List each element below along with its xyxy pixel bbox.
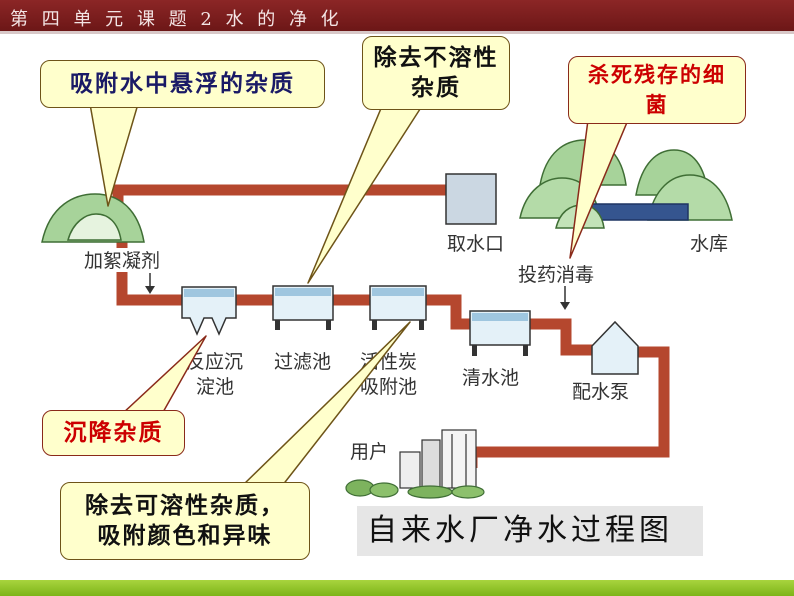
sedimentation-label-line2: 淀池 <box>196 376 234 398</box>
callout-settle-impurities: 沉降杂质 <box>42 410 185 456</box>
carbon-label-line2: 吸附池 <box>360 376 417 398</box>
clear-water-tank-leg <box>472 345 477 356</box>
intake-pipe <box>112 184 450 232</box>
coagulant-arrow-head <box>145 286 155 294</box>
coagulant-label: 加絮凝剂 <box>84 250 160 272</box>
filter-tank <box>272 285 334 330</box>
sedimentation-label-line1: 反应沉 <box>186 351 243 373</box>
reservoir-water <box>591 203 689 221</box>
reservoir-scene <box>519 139 733 229</box>
intake-label: 取水口 <box>447 233 504 255</box>
callout-text-line1: 除去可溶性杂质， <box>85 493 285 519</box>
coagulant-arrow <box>145 273 155 294</box>
disinfect-arrow <box>560 286 570 310</box>
callout-text-line2: 杂质 <box>411 75 461 101</box>
building <box>421 439 441 489</box>
callout-text-line2: 菌 <box>645 93 669 117</box>
callout-tail-settle-impurities <box>121 335 207 415</box>
filter-tank-leg <box>326 320 331 330</box>
intake-box <box>445 173 497 225</box>
reservoir-label: 水库 <box>690 233 728 255</box>
filter-tank-water <box>275 288 331 296</box>
callout-tails <box>89 103 629 487</box>
coagulant-label-backdrop <box>82 248 164 272</box>
clear-water-tank <box>469 310 531 356</box>
diagram-title: 自来水厂净水过程图 <box>367 513 673 548</box>
diagram-title-box: 自来水厂净水过程图 <box>357 506 703 556</box>
callout-text: 吸附水中悬浮的杂质 <box>70 71 295 97</box>
source-hill <box>41 193 145 243</box>
header-bar: 第 四 单 元 课 题 2 水 的 净 化 <box>0 0 794 31</box>
bush <box>407 485 453 499</box>
callout-text: 沉降杂质 <box>63 420 164 446</box>
carbon-tank-leg <box>419 320 424 330</box>
filter-tank-leg <box>275 320 280 330</box>
carbon-tank <box>369 285 427 330</box>
user-buildings <box>345 429 485 499</box>
sedimentation-tank-body <box>181 286 237 336</box>
users-label: 用户 <box>350 441 388 463</box>
pump-label: 配水泵 <box>572 381 629 403</box>
building <box>441 429 477 489</box>
pump-house <box>591 320 639 375</box>
slide-header-title: 第 四 单 元 课 题 2 水 的 净 化 <box>10 9 343 30</box>
clear-water-tank-water <box>472 313 528 321</box>
bush <box>451 485 485 499</box>
carbon-tank-water <box>372 288 424 296</box>
disinfect-arrow-head <box>560 302 570 310</box>
bush <box>345 479 375 497</box>
source-hill-inner <box>67 213 122 241</box>
footer-bar <box>0 580 794 596</box>
callout-adsorb-suspended: 吸附水中悬浮的杂质 <box>40 60 325 108</box>
building <box>399 451 421 489</box>
callout-remove-insoluble: 除去不溶性 杂质 <box>362 36 510 110</box>
sedimentation-tank <box>181 286 237 336</box>
clear-water-pipe <box>528 318 594 356</box>
callout-text-line2: 吸附颜色和异味 <box>97 523 273 549</box>
filter-label: 过滤池 <box>274 351 331 373</box>
callout-remove-soluble: 除去可溶性杂质， 吸附颜色和异味 <box>60 482 310 560</box>
callout-kill-bacteria: 杀死残存的细 菌 <box>568 56 746 124</box>
disinfect-label: 投药消毒 <box>518 264 594 286</box>
callout-text-line1: 除去不溶性 <box>373 45 499 71</box>
clear-water-tank-leg <box>523 345 528 356</box>
sedimentation-tank-water <box>184 289 234 297</box>
clear-water-label: 清水池 <box>462 367 519 389</box>
callout-text-line1: 杀死残存的细 <box>588 63 726 87</box>
header-divider <box>0 31 794 34</box>
carbon-tank-leg <box>372 320 377 330</box>
bush <box>369 482 399 498</box>
